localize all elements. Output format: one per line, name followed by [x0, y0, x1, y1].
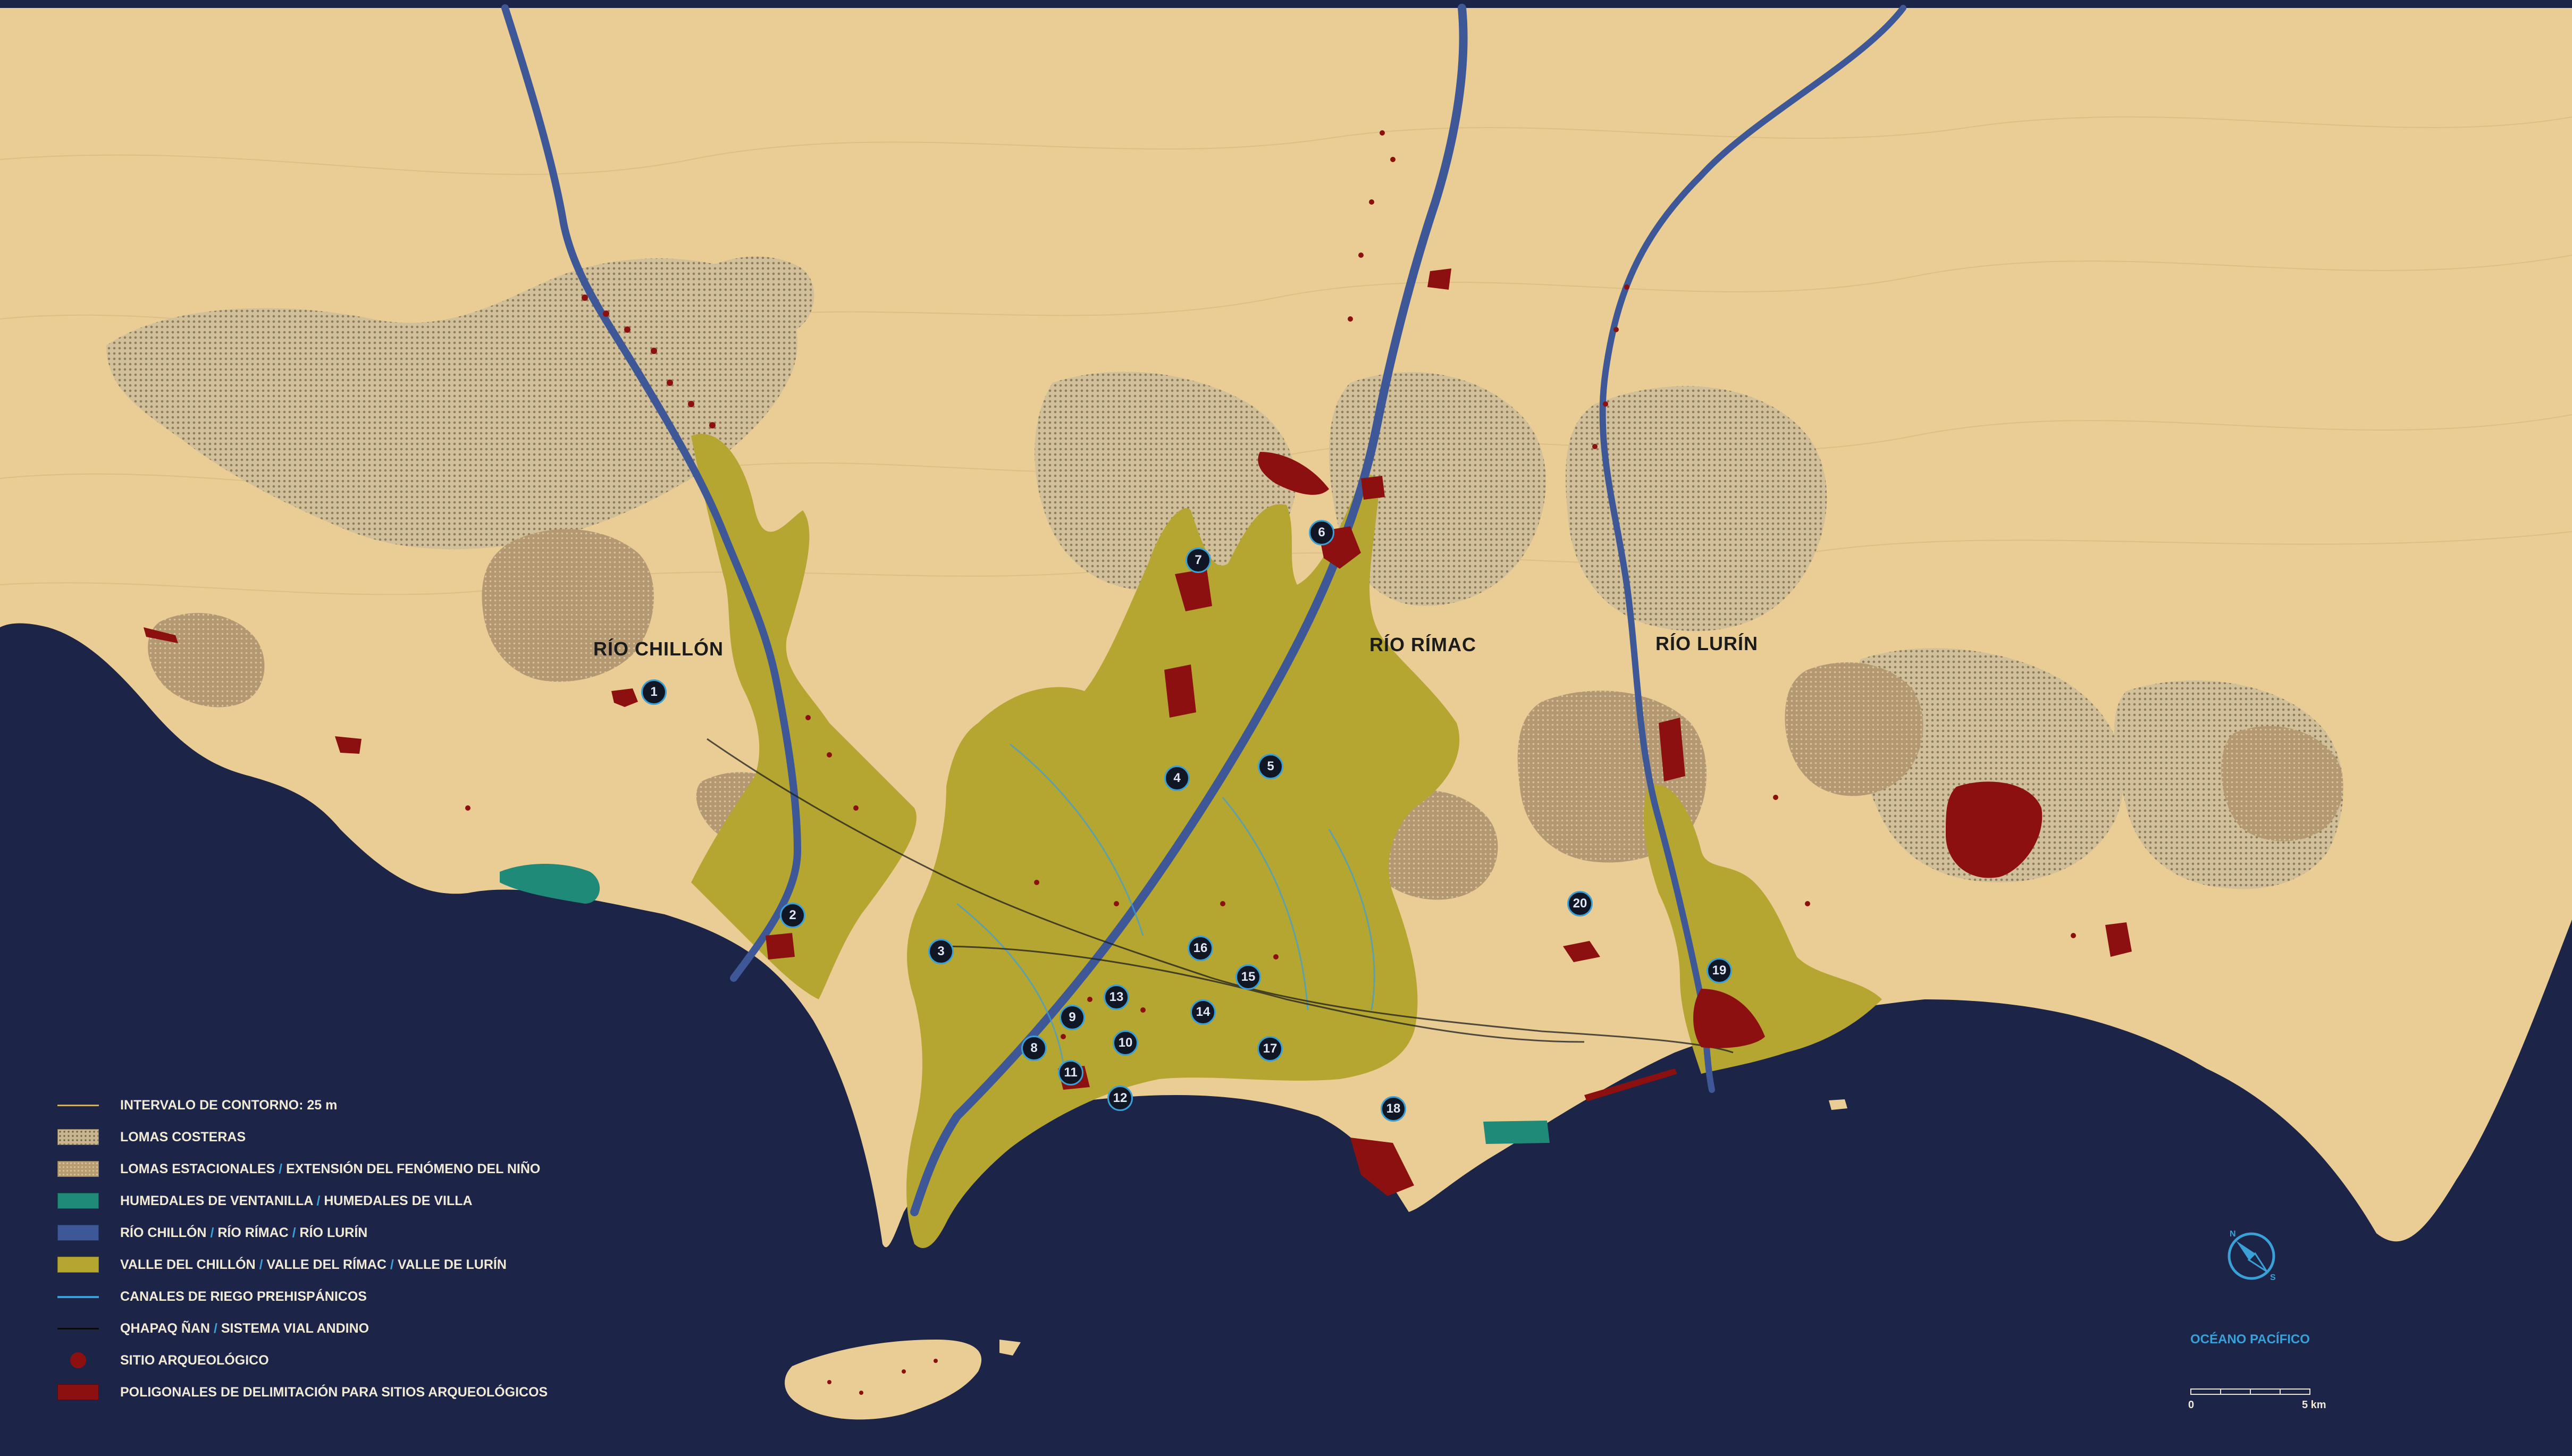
legend-text: RÍO LURÍN [299, 1225, 368, 1240]
legend-text: QHAPAQ ÑAN [120, 1321, 210, 1336]
legend-label: RÍO CHILLÓN / RÍO RÍMAC / RÍO LURÍN [120, 1225, 367, 1241]
legend-text: RÍO CHILLÓN [120, 1225, 207, 1240]
legend-label: INTERVALO DE CONTORNO: 25 m [120, 1098, 338, 1113]
river-swatch [57, 1225, 99, 1241]
legend-text: RÍO RÍMAC [217, 1225, 289, 1240]
compass-icon: N S [2228, 1230, 2276, 1282]
legend-label: POLIGONALES DE DELIMITACIÓN PARA SITIOS … [120, 1385, 548, 1400]
legend-text: VALLE DEL RÍMAC [266, 1257, 386, 1272]
legend-text: HUMEDALES DE VENTANILLA [120, 1193, 313, 1208]
legend-separator: / [213, 1321, 217, 1336]
legend-text: SISTEMA VIAL ANDINO [221, 1321, 369, 1336]
river-label-lurin: RÍO LURÍN [1655, 633, 1758, 654]
humedal-swatch [57, 1193, 99, 1209]
legend-label: LOMAS COSTERAS [120, 1130, 246, 1144]
site-marker-4[interactable]: 4 [1164, 765, 1190, 791]
qhapaq-nan [707, 738, 1734, 1054]
site-marker-9[interactable]: 9 [1060, 1005, 1085, 1030]
scale-segment [2280, 1388, 2310, 1395]
islet [999, 1340, 1021, 1356]
site-marker-20[interactable]: 20 [1567, 891, 1593, 916]
legend-item-qhapaq: QHAPAQ ÑAN / SISTEMA VIAL ANDINO [57, 1316, 695, 1337]
scale-segment [2190, 1388, 2221, 1395]
lomas-estacionales-pattern-swatch [57, 1161, 99, 1177]
legend-item-sitio: SITIO ARQUEOLÓGICO [57, 1348, 695, 1369]
site-marker-2[interactable]: 2 [780, 903, 805, 928]
legend-label: VALLE DEL CHILLÓN / VALLE DEL RÍMAC / VA… [120, 1257, 507, 1273]
river-label-rimac: RÍO RÍMAC [1369, 634, 1476, 655]
scale-segment [2250, 1388, 2281, 1395]
site-dot-icon [57, 1352, 99, 1368]
site-marker-11[interactable]: 11 [1058, 1060, 1083, 1085]
humedales-villa [1483, 1121, 1550, 1144]
legend-text: HUMEDALES DE VILLA [324, 1193, 473, 1208]
legend-item-lomas: LOMAS COSTERAS [57, 1125, 695, 1146]
rios [501, 4, 1906, 1216]
legend-separator: / [279, 1162, 283, 1176]
legend-text: VALLE DE LURÍN [397, 1257, 507, 1272]
legend-label: CANALES DE RIEGO PREHISPÁNICOS [120, 1289, 367, 1304]
legend-item-contour: INTERVALO DE CONTORNO: 25 m [57, 1093, 695, 1114]
canal-line-swatch [57, 1289, 99, 1304]
island [785, 1340, 982, 1420]
legend-label: LOMAS ESTACIONALES / EXTENSIÓN DEL FENÓM… [120, 1161, 540, 1177]
site-marker-16[interactable]: 16 [1188, 936, 1213, 961]
humedales-ventanilla [500, 864, 600, 904]
site-marker-6[interactable]: 6 [1309, 520, 1334, 545]
site-marker-14[interactable]: 14 [1190, 999, 1216, 1025]
legend-item-rios: RÍO CHILLÓN / RÍO RÍMAC / RÍO LURÍN [57, 1221, 695, 1242]
legend-text: VALLE DEL CHILLÓN [120, 1257, 256, 1272]
legend-item-lomas-estacionales: LOMAS ESTACIONALES / EXTENSIÓN DEL FENÓM… [57, 1157, 695, 1178]
svg-text:S: S [2270, 1273, 2276, 1282]
site-marker-10[interactable]: 10 [1113, 1030, 1138, 1056]
legend-text: LOMAS ESTACIONALES [120, 1162, 275, 1176]
valley-swatch [57, 1257, 99, 1273]
site-marker-7[interactable]: 7 [1186, 548, 1211, 573]
river-label-chillon: RÍO CHILLÓN [593, 638, 724, 660]
site-marker-5[interactable]: 5 [1258, 754, 1283, 779]
site-marker-13[interactable]: 13 [1104, 984, 1129, 1010]
legend-item-poligono: POLIGONALES DE DELIMITACIÓN PARA SITIOS … [57, 1380, 695, 1401]
svg-text:N: N [2230, 1230, 2236, 1239]
site-marker-12[interactable]: 12 [1107, 1085, 1133, 1111]
site-marker-18[interactable]: 18 [1381, 1096, 1406, 1122]
legend-separator: / [259, 1257, 263, 1272]
site-marker-19[interactable]: 19 [1707, 958, 1732, 983]
legend-label: QHAPAQ ÑAN / SISTEMA VIAL ANDINO [120, 1320, 369, 1336]
legend-item-humedales: HUMEDALES DE VENTANILLA / HUMEDALES DE V… [57, 1189, 695, 1210]
legend-separator: / [292, 1225, 296, 1240]
scale-bar: 0 5 km [2188, 1388, 2326, 1411]
lomas-pattern-swatch [57, 1129, 99, 1145]
contour-line-swatch [57, 1097, 99, 1113]
legend-item-canales: CANALES DE RIEGO PREHISPÁNICOS [57, 1284, 695, 1306]
legend-label: HUMEDALES DE VENTANILLA / HUMEDALES DE V… [120, 1193, 473, 1209]
sitios-puntos [465, 130, 2076, 1395]
legend-separator: / [316, 1193, 321, 1208]
scale-segment [2220, 1388, 2251, 1395]
site-marker-3[interactable]: 3 [928, 939, 954, 964]
polygon-swatch [57, 1384, 99, 1400]
ocean-label: OCÉANO PACÍFICO [2190, 1332, 2310, 1346]
road-line-swatch [57, 1320, 99, 1336]
site-marker-17[interactable]: 17 [1257, 1036, 1283, 1062]
legend-separator: / [390, 1257, 394, 1272]
legend-separator: / [210, 1225, 214, 1240]
site-marker-8[interactable]: 8 [1021, 1036, 1047, 1061]
legend-item-valles: VALLE DEL CHILLÓN / VALLE DEL RÍMAC / VA… [57, 1252, 695, 1274]
scale-start-label: 0 [2188, 1399, 2195, 1411]
sitios-poligonos [144, 268, 2132, 1196]
site-marker-1[interactable]: 1 [641, 679, 667, 705]
legend-text: EXTENSIÓN DEL FENÓMENO DEL NIÑO [286, 1162, 541, 1176]
site-marker-15[interactable]: 15 [1235, 964, 1261, 990]
islet [1829, 1099, 1847, 1110]
canales-riego [956, 743, 1375, 1064]
scale-end-label: 5 km [2302, 1399, 2326, 1411]
legend-label: SITIO ARQUEOLÓGICO [120, 1353, 269, 1368]
